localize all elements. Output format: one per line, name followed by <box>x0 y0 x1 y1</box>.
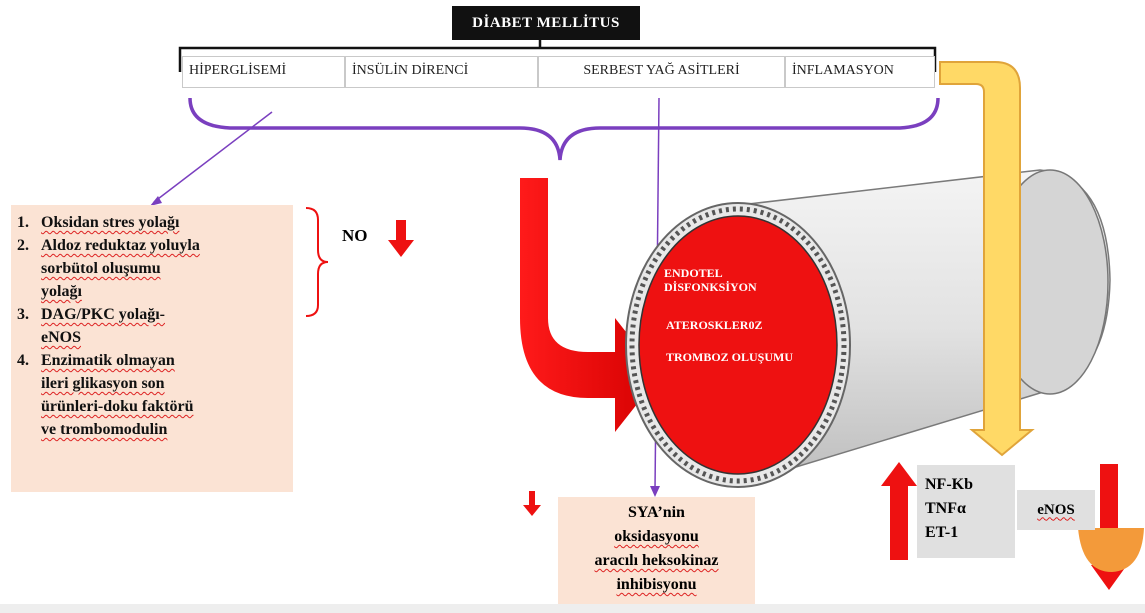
pathway-line: yolağı <box>41 283 82 300</box>
ffa-text-line: aracılı heksokinaz <box>594 552 719 569</box>
marker-line: ET-1 <box>925 524 959 541</box>
enos-box: eNOS <box>1017 490 1095 530</box>
pathway-line: Oksidan stres yolağı <box>41 214 180 231</box>
pathway-number: 2. <box>17 237 29 254</box>
pathway-line: eNOS <box>41 329 81 346</box>
factor-hyperglycemia: HİPERGLİSEMİ <box>182 56 345 88</box>
vessel-atherosclerosis-label: ATEROSKLER0Z <box>666 318 763 332</box>
ffa-text-line: SYA’nin <box>628 504 685 521</box>
factor-inflammation: İNFLAMASYON <box>785 56 935 88</box>
pathway-list: 1. Oksidan stres yolağı 2. Aldoz redukta… <box>11 205 293 441</box>
purple-brace <box>188 97 940 161</box>
no-down-arrow <box>388 220 414 257</box>
pathway-line: ve trombomodulin <box>41 421 168 438</box>
orange-half-circle <box>1078 528 1144 572</box>
pathway-line: ürünleri-doku faktörü <box>41 398 194 415</box>
pathway-number: 1. <box>17 214 29 231</box>
pathway-line: Enzimatik olmayan <box>41 352 175 369</box>
vessel-lumen <box>638 215 838 475</box>
marker-up-arrow <box>881 462 917 560</box>
pathway-panel: 1. Oksidan stres yolağı 2. Aldoz redukta… <box>11 205 293 492</box>
pathway-number: 4. <box>17 352 29 369</box>
pathway-item: 3. DAG/PKC yolağı- eNOS <box>11 303 293 349</box>
factor-insulin-resistance: İNSÜLİN DİRENCİ <box>345 56 538 88</box>
purple-arrowhead-center <box>650 486 660 497</box>
pathway-line: DAG/PKC yolağı- <box>41 306 165 323</box>
vessel-text-line: ENDOTEL <box>664 266 723 280</box>
yellow-arrow <box>939 61 1035 457</box>
pathway-item: 1. Oksidan stres yolağı <box>11 211 293 234</box>
vessel-endothelial-label: ENDOTEL DİSFONKSİYON <box>664 266 757 294</box>
pathway-item: 2. Aldoz reduktaz yoluyla sorbütol oluşu… <box>11 234 293 303</box>
small-red-down-arrow <box>523 491 541 516</box>
inflammation-markers-box: NF-Kb TNFα ET-1 <box>917 465 1015 558</box>
diabetes-title: DİABET MELLİTUS <box>452 6 640 40</box>
marker-line: TNFα <box>925 500 966 517</box>
top-bracket <box>178 40 937 72</box>
vessel-thrombosis-label: TROMBOZ OLUŞUMU <box>666 350 794 364</box>
pathway-line: ileri glikasyon son <box>41 375 165 392</box>
nitric-oxide-label: NO <box>342 226 368 245</box>
purple-arrowhead-left <box>150 196 162 206</box>
pathway-number: 3. <box>17 306 29 323</box>
pathway-line: Aldoz reduktaz yoluyla <box>41 237 200 254</box>
vessel-bead-ring <box>629 206 847 484</box>
pathway-line: sorbütol oluşumu <box>41 260 161 277</box>
red-brace <box>305 207 329 317</box>
marker-line: NF-Kb <box>925 476 973 493</box>
big-red-arrow <box>520 178 660 432</box>
bottom-strip <box>0 604 1145 613</box>
vessel-text-line: DİSFONKSİYON <box>664 280 757 294</box>
ffa-oxidation-box: SYA’nin oksidasyonu aracılı heksokinaz i… <box>558 497 755 613</box>
enos-label: eNOS <box>1037 501 1075 518</box>
ffa-text-line: inhibisyonu <box>616 576 697 593</box>
pathway-item: 4. Enzimatik olmayan ileri glikasyon son… <box>11 349 293 441</box>
purple-line-left <box>153 111 273 203</box>
ffa-text-line: oksidasyonu <box>614 528 699 545</box>
factor-free-fatty-acids: SERBEST YAĞ ASİTLERİ <box>538 56 785 88</box>
